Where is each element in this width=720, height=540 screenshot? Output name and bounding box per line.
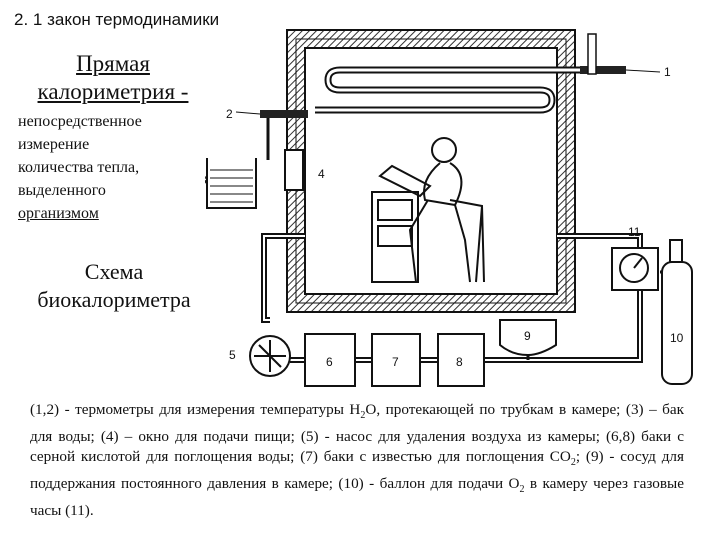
scheme-line-1: Схема bbox=[84, 259, 144, 284]
heading-line-2: калориметрия - bbox=[37, 79, 189, 104]
coil-tube-inner bbox=[315, 68, 580, 112]
food-window bbox=[284, 149, 304, 191]
person-at-desk bbox=[371, 137, 485, 283]
definition-text: непосредственное измерение количества те… bbox=[18, 110, 203, 225]
label-5: 5 bbox=[229, 348, 236, 362]
gas-cylinder-valve bbox=[669, 239, 683, 263]
label-9: 9 bbox=[524, 329, 531, 343]
thermometer-1-pipe bbox=[580, 66, 626, 74]
pump-blades bbox=[254, 340, 286, 372]
tank-7 bbox=[371, 333, 421, 387]
water-lines bbox=[210, 169, 253, 203]
thermometer-1-vertical bbox=[587, 33, 597, 75]
biocalorimeter-diagram: 1 2 3 4 5 6 7 8 9 10 11 bbox=[205, 29, 693, 387]
label-11: 11 bbox=[628, 225, 641, 239]
leader-1 bbox=[625, 69, 661, 73]
definition-line-2: измерение bbox=[18, 136, 90, 153]
label-6: 6 bbox=[326, 355, 333, 369]
scheme-line-2: биокалориметра bbox=[37, 287, 191, 312]
label-3: 3 bbox=[205, 173, 207, 187]
air-out-pipe-inner bbox=[263, 235, 305, 321]
definition-line-3: количества тепла, bbox=[18, 159, 140, 176]
label-1: 1 bbox=[664, 65, 671, 79]
definition-line-5: организмом bbox=[18, 202, 203, 225]
tank-6 bbox=[304, 333, 356, 387]
label-7: 7 bbox=[392, 355, 399, 369]
definition-line-4: выделенного bbox=[18, 182, 106, 199]
thermometer-2 bbox=[260, 110, 308, 118]
water-tank bbox=[206, 158, 257, 209]
caption-sub-3: 2 bbox=[519, 484, 525, 496]
tank-8 bbox=[437, 333, 485, 387]
scheme-caption: Схема биокалориметра bbox=[18, 258, 210, 314]
caption-part-3: ; (9) - сосуд для поддержания постоянног… bbox=[30, 448, 684, 493]
definition-line-5-text: организмом bbox=[18, 205, 99, 222]
slide-title: 2. 1 закон термодинамики bbox=[14, 10, 220, 29]
caption-part-4: в камеру через газовые часы (11). bbox=[30, 475, 685, 519]
leader-2 bbox=[235, 111, 261, 115]
caption-part-1: (1,2) - термометры для измерения темпера… bbox=[30, 401, 361, 418]
label-2: 2 bbox=[226, 107, 233, 121]
caption: (1,2) - термометры для измерения темпера… bbox=[30, 400, 684, 522]
heading-line-1: Прямая bbox=[76, 51, 150, 76]
bottom-pipe-inner bbox=[290, 290, 641, 361]
caption-part-2: О, протекающей по трубкам в камере; (3) … bbox=[30, 401, 684, 466]
definition-line-1: непосредственное bbox=[18, 113, 142, 130]
gas-cylinder bbox=[661, 261, 693, 385]
label-10: 10 bbox=[670, 331, 684, 345]
gas-meter-needle bbox=[633, 257, 643, 269]
caption-sub-1: 2 bbox=[360, 410, 366, 422]
label-4: 4 bbox=[318, 167, 325, 181]
label-8: 8 bbox=[456, 355, 463, 369]
caption-sub-2: 2 bbox=[570, 457, 576, 469]
heading: Прямая калориметрия - bbox=[18, 50, 208, 106]
